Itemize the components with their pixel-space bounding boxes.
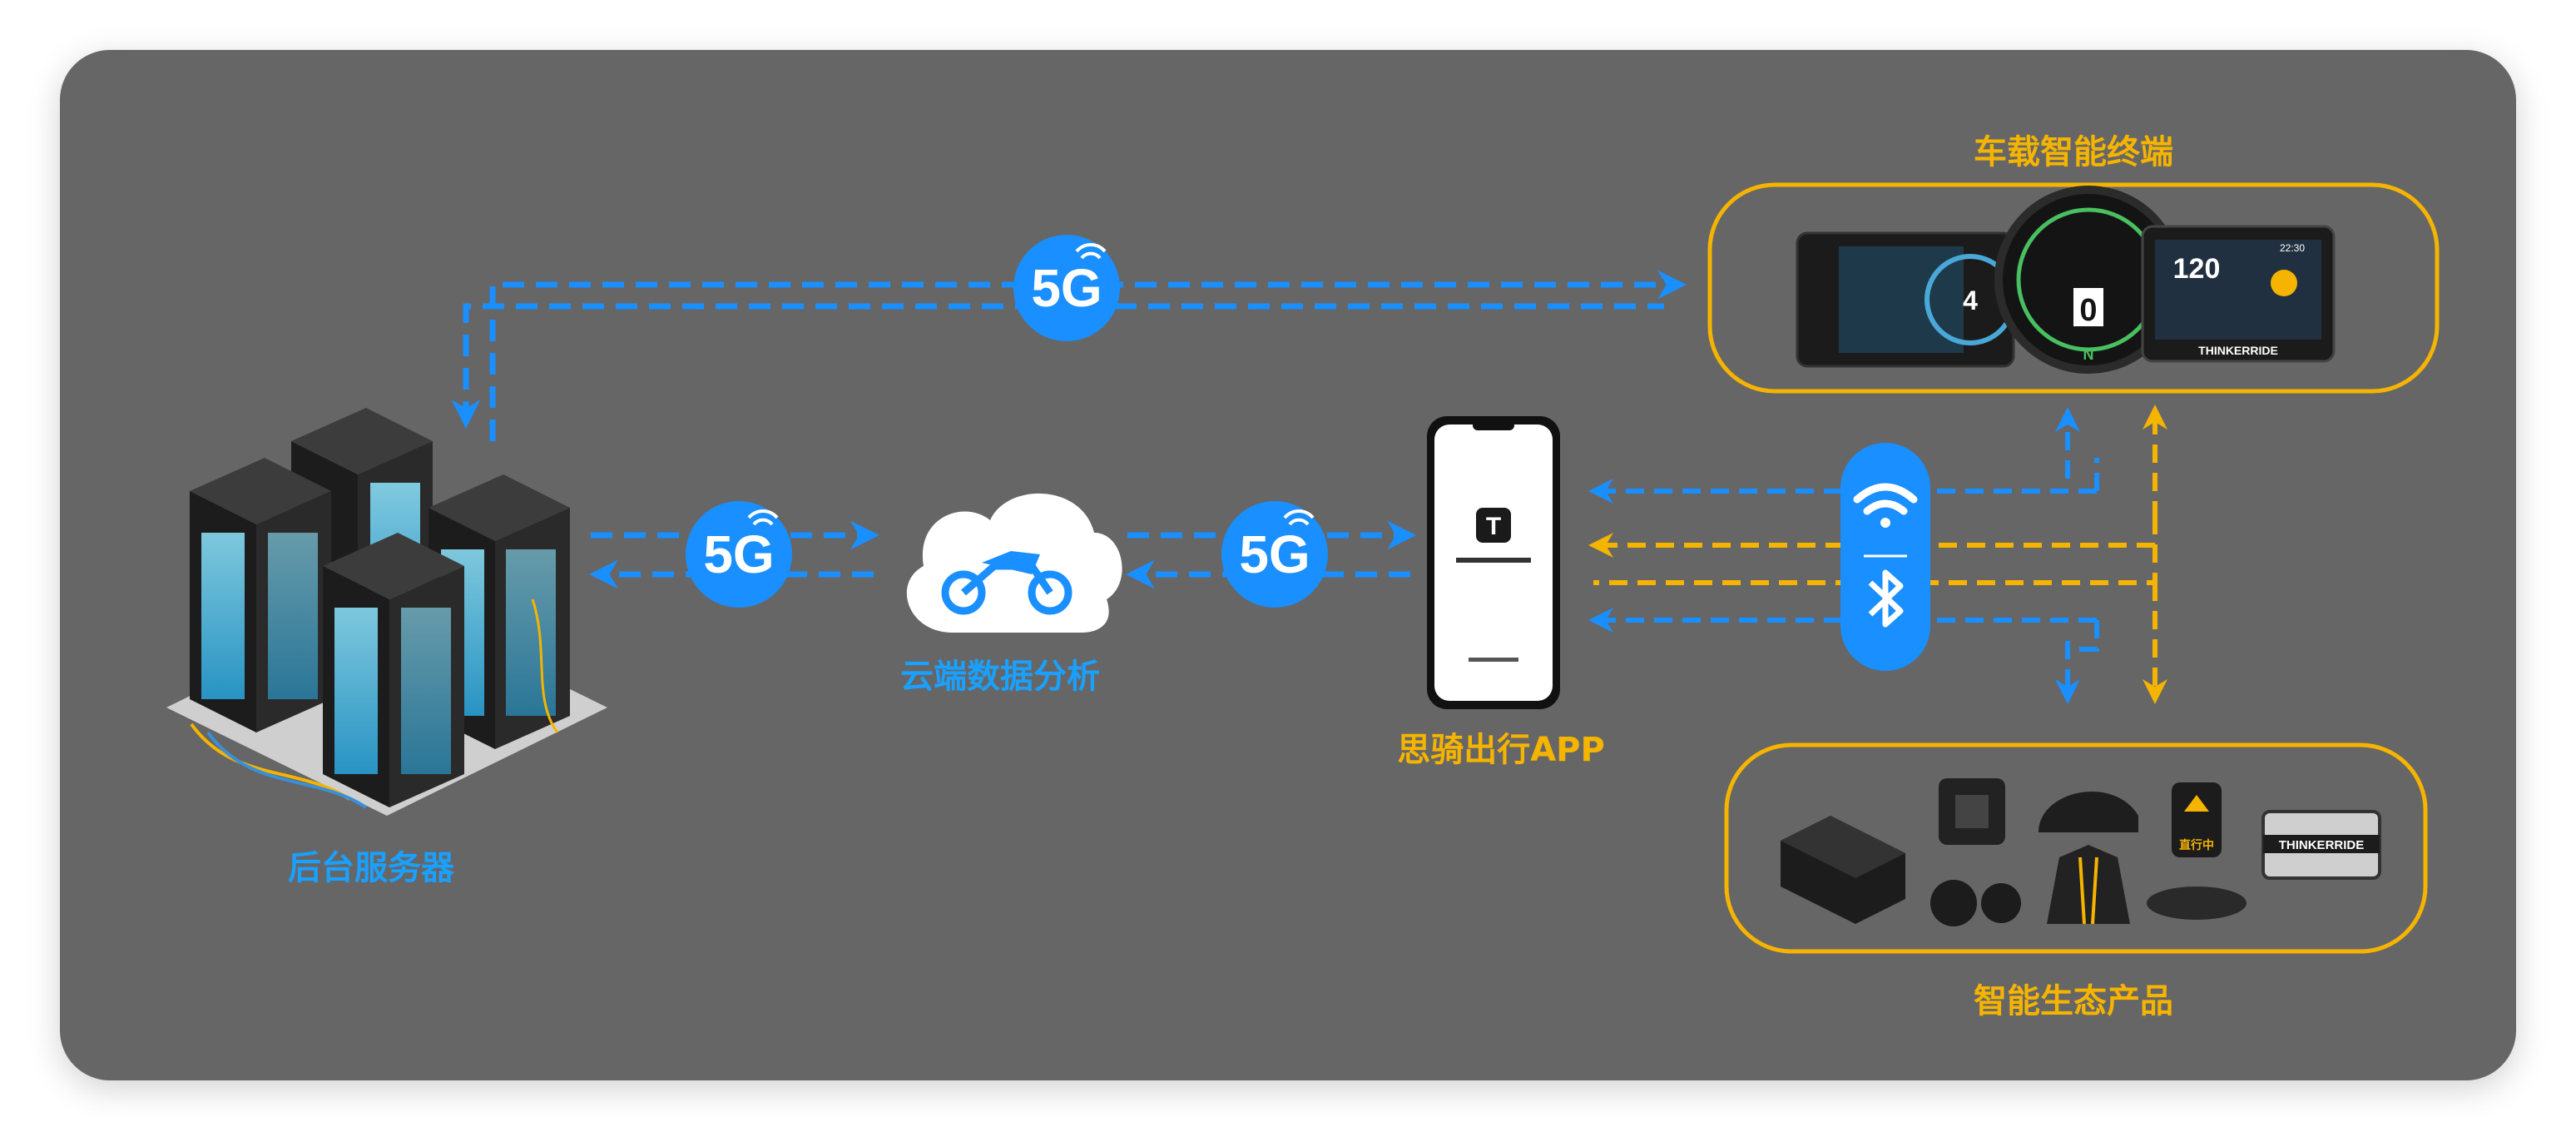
svg-text:5G: 5G [1031,258,1102,318]
cloud-motorcycle-icon [906,493,1122,633]
svg-text:0: 0 [2079,293,2097,328]
svg-text:T: T [1486,513,1501,540]
wifi-icon [1853,483,1918,528]
smartphone-icon: T [1427,416,1560,709]
bluetooth-icon [1868,569,1904,628]
link-server-terminal [451,270,1687,441]
svg-text:N: N [2083,346,2094,363]
eco-box: 直行中 THINKERRIDE [1724,742,2428,954]
terminal-label: 车载智能终端 [1974,133,2173,171]
svg-text:4: 4 [1963,286,1978,315]
svg-text:THINKERRIDE: THINKERRIDE [2198,344,2278,357]
svg-text:22:30: 22:30 [2280,242,2305,254]
svg-text:5G: 5G [1239,524,1310,584]
app-label: 思骑出行APP [1397,731,1605,769]
dashboard-display-icon: 4 0 N 120 22:30 THINKERRIDE [1796,186,2336,374]
link-app-devices [1588,405,2167,704]
5g-badge-top: 5G [1013,235,1120,341]
server-rack-icon [166,408,607,816]
cloud-label: 云端数据分析 [900,658,1100,696]
5g-badge-cloud-app: 5G [1221,501,1328,608]
svg-text:THINKERRIDE: THINKERRIDE [2279,838,2365,852]
connectivity-pill [1840,443,1930,671]
eco-label: 智能生态产品 [1974,982,2173,1020]
ecosystem-products-icon: 直行中 THINKERRIDE [1781,778,2381,926]
5g-badge-server-cloud: 5G [686,501,792,608]
terminal-box: 4 0 N 120 22:30 THINKERRIDE [1707,182,2440,394]
svg-text:5G: 5G [703,524,774,584]
server-label: 后台服务器 [288,849,454,887]
svg-text:直行中: 直行中 [2179,838,2214,852]
svg-text:120: 120 [2173,253,2221,285]
